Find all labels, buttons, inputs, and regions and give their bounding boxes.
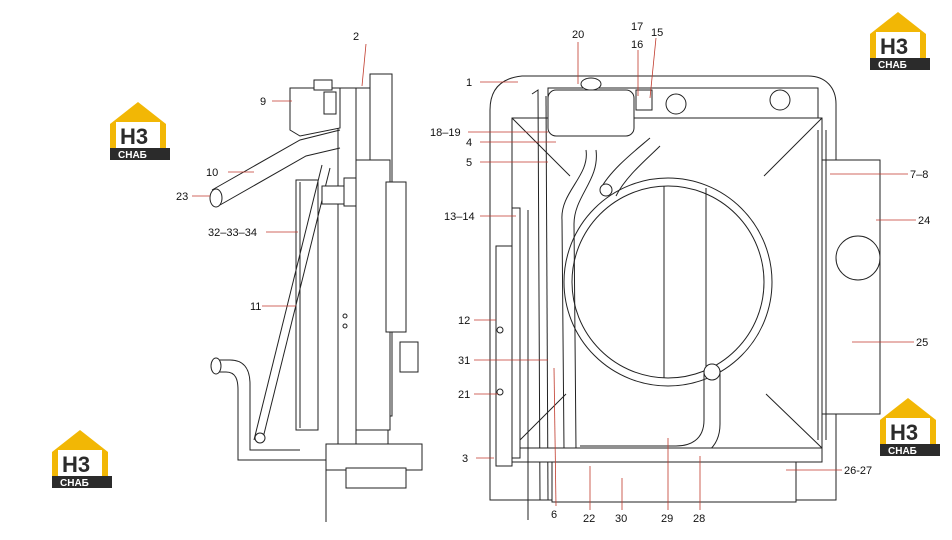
watermark-letters: H3 xyxy=(62,452,90,477)
callout-22: 22 xyxy=(583,513,595,525)
watermark-letters: H3 xyxy=(890,420,918,445)
watermark-word: СНАБ xyxy=(888,446,917,457)
watermark-logo: H3 СНАБ xyxy=(110,102,170,161)
callout-32-33-34: 32–33–34 xyxy=(208,227,257,239)
callout-29: 29 xyxy=(661,513,673,525)
callout-10: 10 xyxy=(206,167,218,179)
callout-17: 17 xyxy=(631,21,643,33)
watermark-logo: H3 СНАБ xyxy=(52,430,112,489)
callout-9: 9 xyxy=(260,96,266,108)
callout-4: 4 xyxy=(466,137,472,149)
callout-16: 16 xyxy=(631,39,643,51)
callout-23: 23 xyxy=(176,191,188,203)
callout-26-27: 26-27 xyxy=(844,465,872,477)
watermark-letters: H3 xyxy=(880,34,908,59)
callout-3: 3 xyxy=(462,453,468,465)
callout-30: 30 xyxy=(615,513,627,525)
watermark-word: СНАБ xyxy=(878,60,907,71)
callout-labels: 2 9 10 23 32–33–34 11 1 20 17 16 15 18–1… xyxy=(176,21,930,525)
watermark-logo: H3 СНАБ xyxy=(880,398,940,457)
callout-7-8: 7–8 xyxy=(910,169,928,181)
callout-28: 28 xyxy=(693,513,705,525)
callout-2: 2 xyxy=(353,31,359,43)
side-view xyxy=(209,73,423,522)
watermark-logo: H3 СНАБ xyxy=(870,12,930,71)
callout-15: 15 xyxy=(651,27,663,39)
callout-18-19: 18–19 xyxy=(430,127,461,139)
callout-21: 21 xyxy=(458,389,470,401)
callout-6: 6 xyxy=(551,509,557,521)
watermark-word: СНАБ xyxy=(118,150,147,161)
callout-25: 25 xyxy=(916,337,928,349)
callout-11: 11 xyxy=(250,301,261,313)
callout-24: 24 xyxy=(918,215,930,227)
watermark-word: СНАБ xyxy=(60,478,89,489)
callout-20: 20 xyxy=(572,29,584,41)
callout-13-14: 13–14 xyxy=(444,211,475,223)
callout-5: 5 xyxy=(466,157,472,169)
callout-1: 1 xyxy=(466,77,472,89)
front-view xyxy=(489,75,881,520)
leader-lines xyxy=(192,37,916,510)
callout-12: 12 xyxy=(458,315,470,327)
watermark-letters: H3 xyxy=(120,124,148,149)
callout-31: 31 xyxy=(458,355,470,367)
